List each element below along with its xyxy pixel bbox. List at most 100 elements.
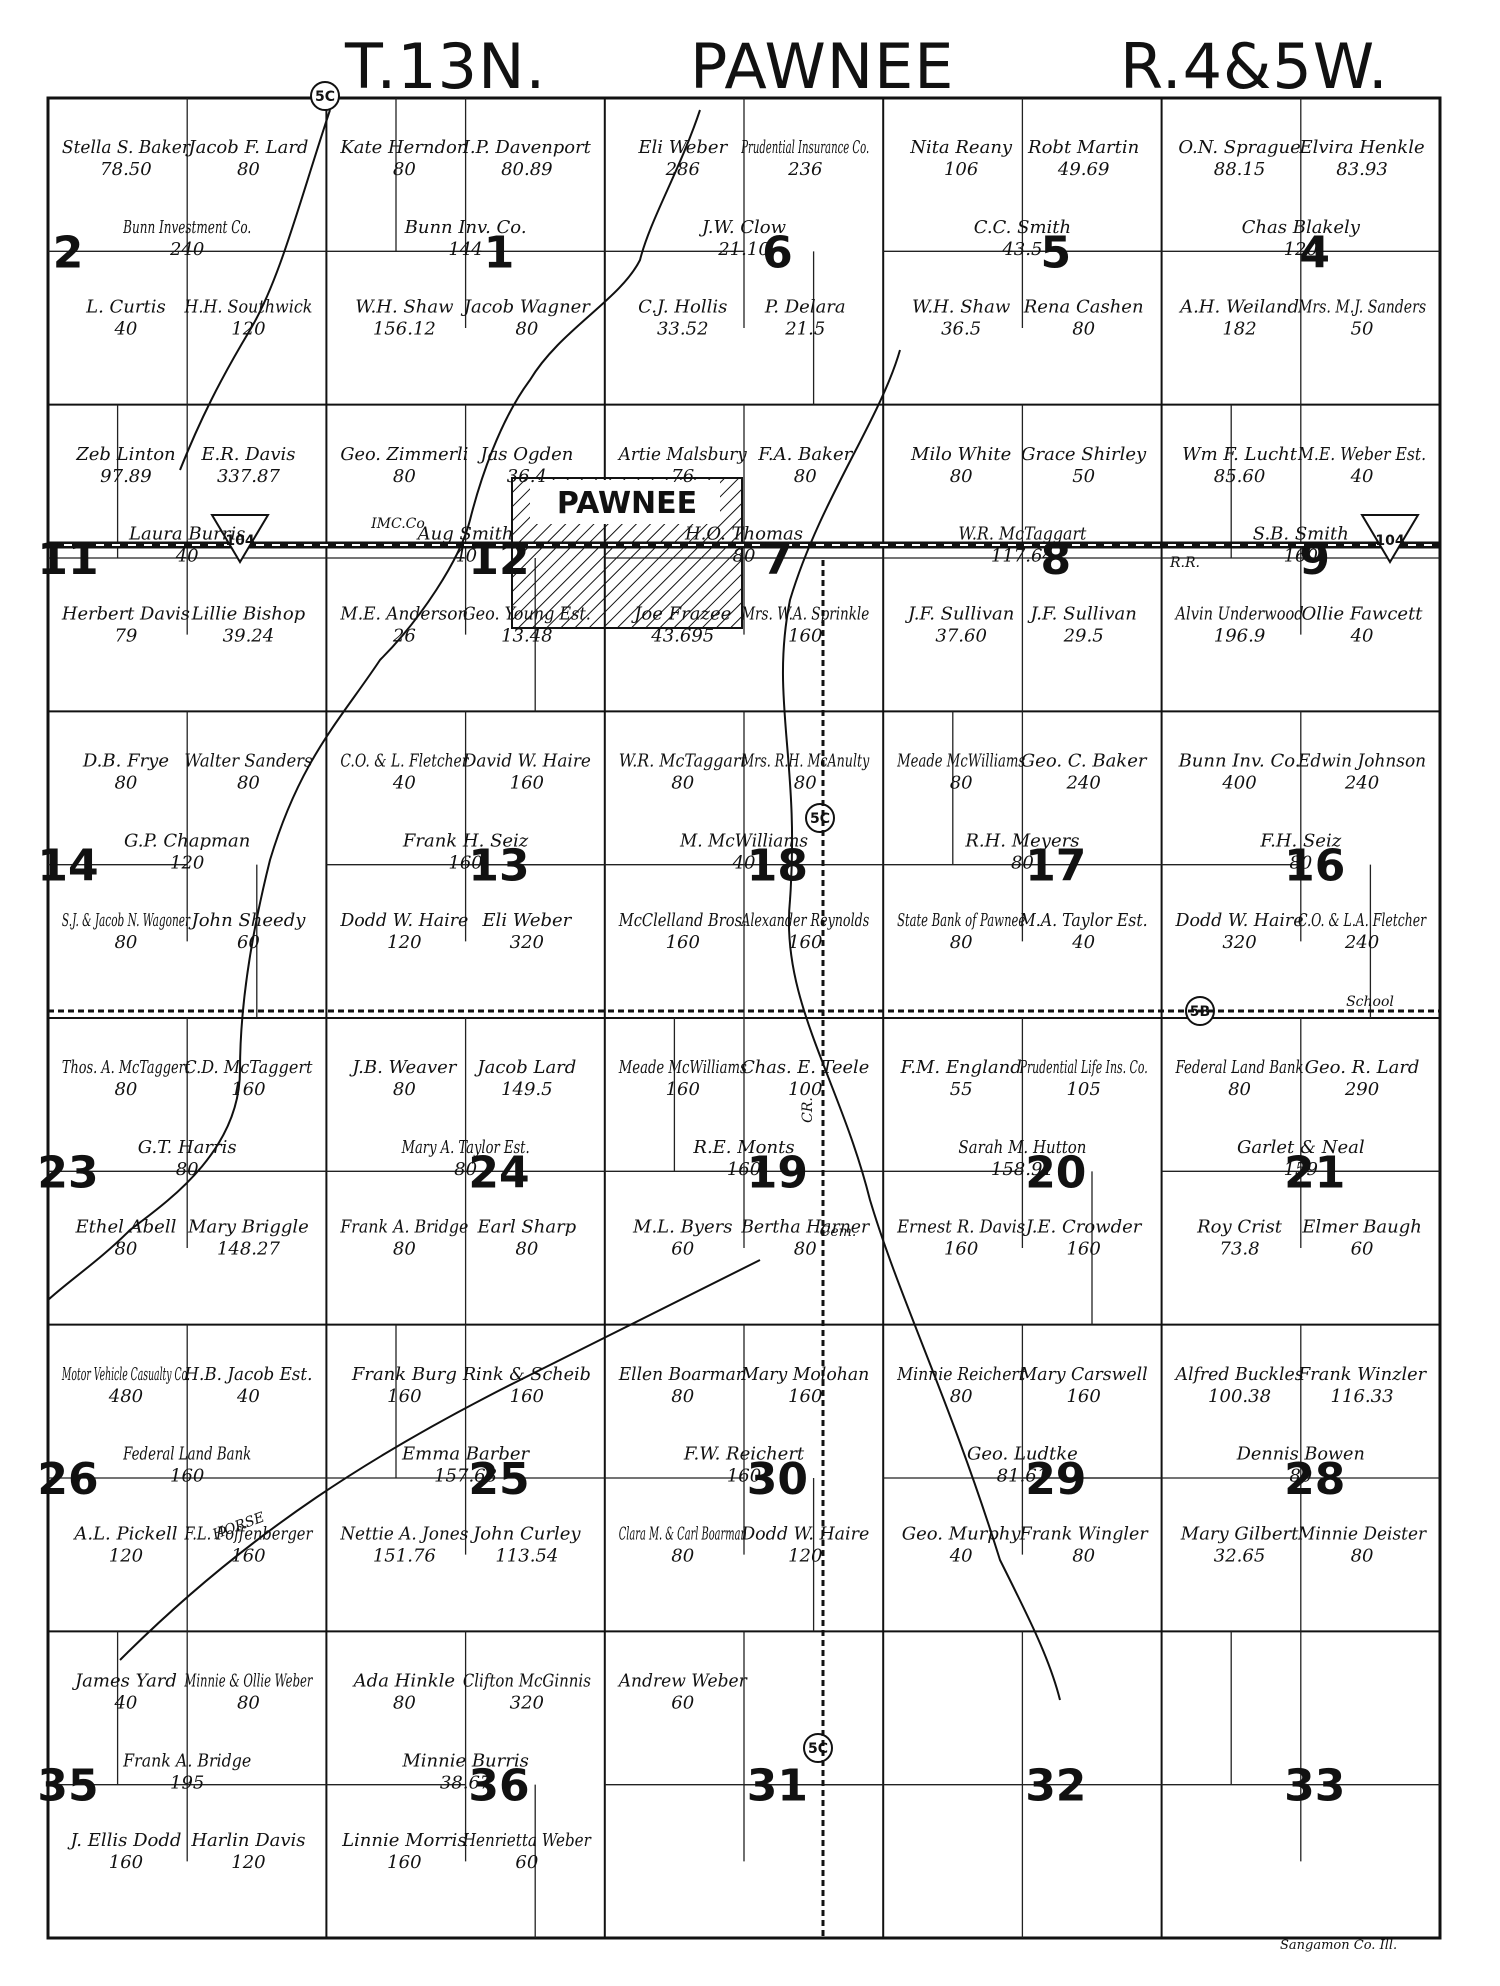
owner-name: Ethel Abell — [75, 1217, 177, 1238]
owner-acres: 80 — [733, 546, 756, 567]
owner-name: F.M. England — [900, 1057, 1022, 1078]
owner-acres: 40 — [732, 852, 756, 873]
owner-acres: 156.12 — [373, 319, 436, 340]
owner-acres: 43.695 — [650, 625, 714, 646]
owner-name: Frank Wingler — [1019, 1523, 1149, 1544]
owner-acres: 73.8 — [1220, 1239, 1260, 1260]
owner-acres: 160 — [788, 625, 822, 646]
owner-name: Federal Land Bank — [122, 1444, 251, 1465]
owner-name: Jacob F. Lard — [184, 137, 308, 158]
owner-name: Geo. R. Lard — [1305, 1057, 1420, 1078]
owner-name: Chas Blakely — [1242, 217, 1361, 238]
owner-acres: 80 — [393, 1239, 416, 1260]
owner-acres: 400 — [1221, 773, 1256, 794]
owner-name: Dodd W. Haire — [740, 1523, 869, 1544]
owner-acres: 160 — [448, 852, 482, 873]
owner-acres: 80 — [1072, 319, 1095, 340]
owner-acres: 80 — [237, 1693, 260, 1714]
owner-name: Bertha Harner — [740, 1217, 870, 1238]
section-number-17: 17 — [1025, 841, 1086, 892]
owner-name: Frank Burg — [351, 1364, 457, 1385]
owner-acres: 113.54 — [495, 1545, 558, 1566]
highway-shield-west: 104 — [210, 514, 270, 564]
horse-creek — [119, 1259, 761, 1661]
owner-name: C.J. Hollis — [638, 297, 727, 318]
owner-acres: 290 — [1344, 1079, 1379, 1100]
owner-acres: 195 — [170, 1772, 204, 1793]
section-number-4: 4 — [1299, 227, 1330, 278]
owner-name: McClelland Bros. — [618, 910, 747, 931]
owner-name: H.O. Thomas — [684, 524, 803, 545]
owner-name: Emma Barber — [401, 1444, 530, 1465]
owner-name: James Yard — [71, 1671, 177, 1692]
owner-acres: 33.52 — [657, 319, 709, 340]
owner-name: Frank A. Bridge — [339, 1217, 468, 1238]
imc-label: IMC.Co — [370, 516, 425, 532]
owner-acres: 55 — [950, 1079, 973, 1100]
owner-acres: 40 — [113, 319, 137, 340]
owner-name: Jacob Wagner — [460, 297, 592, 318]
owner-acres: 13.48 — [501, 625, 553, 646]
owner-acres: 76 — [671, 466, 694, 487]
owner-acres: 149.5 — [501, 1079, 553, 1100]
owner-name: Frank Winzler — [1297, 1364, 1427, 1385]
owner-name: Artie Malsbury — [617, 444, 748, 465]
owner-name: A.H. Weiland — [1178, 297, 1299, 318]
rr-label: R.R. — [1169, 555, 1200, 571]
owner-acres: 40 — [1350, 625, 1374, 646]
owner-name: Meade McWilliams — [896, 751, 1025, 772]
owner-acres: 80 — [1351, 1545, 1374, 1566]
owner-name: Frank H. Seiz — [402, 830, 529, 851]
owner-acres: 36.5 — [941, 319, 981, 340]
road-marker-5c-mid: 5C — [805, 803, 835, 833]
owner-acres: 80 — [1289, 1466, 1312, 1487]
owner-name: Linnie Morris — [341, 1830, 467, 1851]
owner-acres: 80 — [393, 159, 416, 180]
owner-acres: 40 — [1350, 466, 1374, 487]
railroad: R.R. — [48, 541, 1440, 571]
road-marker-5c-south: 5C — [803, 1733, 833, 1763]
owner-acres: 80 — [794, 773, 817, 794]
owner-name: Nita Reany — [909, 137, 1013, 158]
owner-name: Jas Ogden — [476, 444, 573, 465]
cemetery-label: Cem. — [820, 1224, 857, 1240]
section-number-23: 23 — [37, 1147, 98, 1198]
owner-acres: 117.64 — [991, 546, 1054, 567]
owner-acres: 160 — [666, 1079, 700, 1100]
school-label: School — [1346, 994, 1394, 1010]
owner-name: Wm F. Lucht — [1182, 444, 1298, 465]
cr-label: CR. — [800, 1097, 816, 1123]
owner-acres: 337.87 — [217, 466, 281, 487]
owner-acres: 80.89 — [501, 159, 553, 180]
owner-acres: 240 — [1344, 773, 1379, 794]
